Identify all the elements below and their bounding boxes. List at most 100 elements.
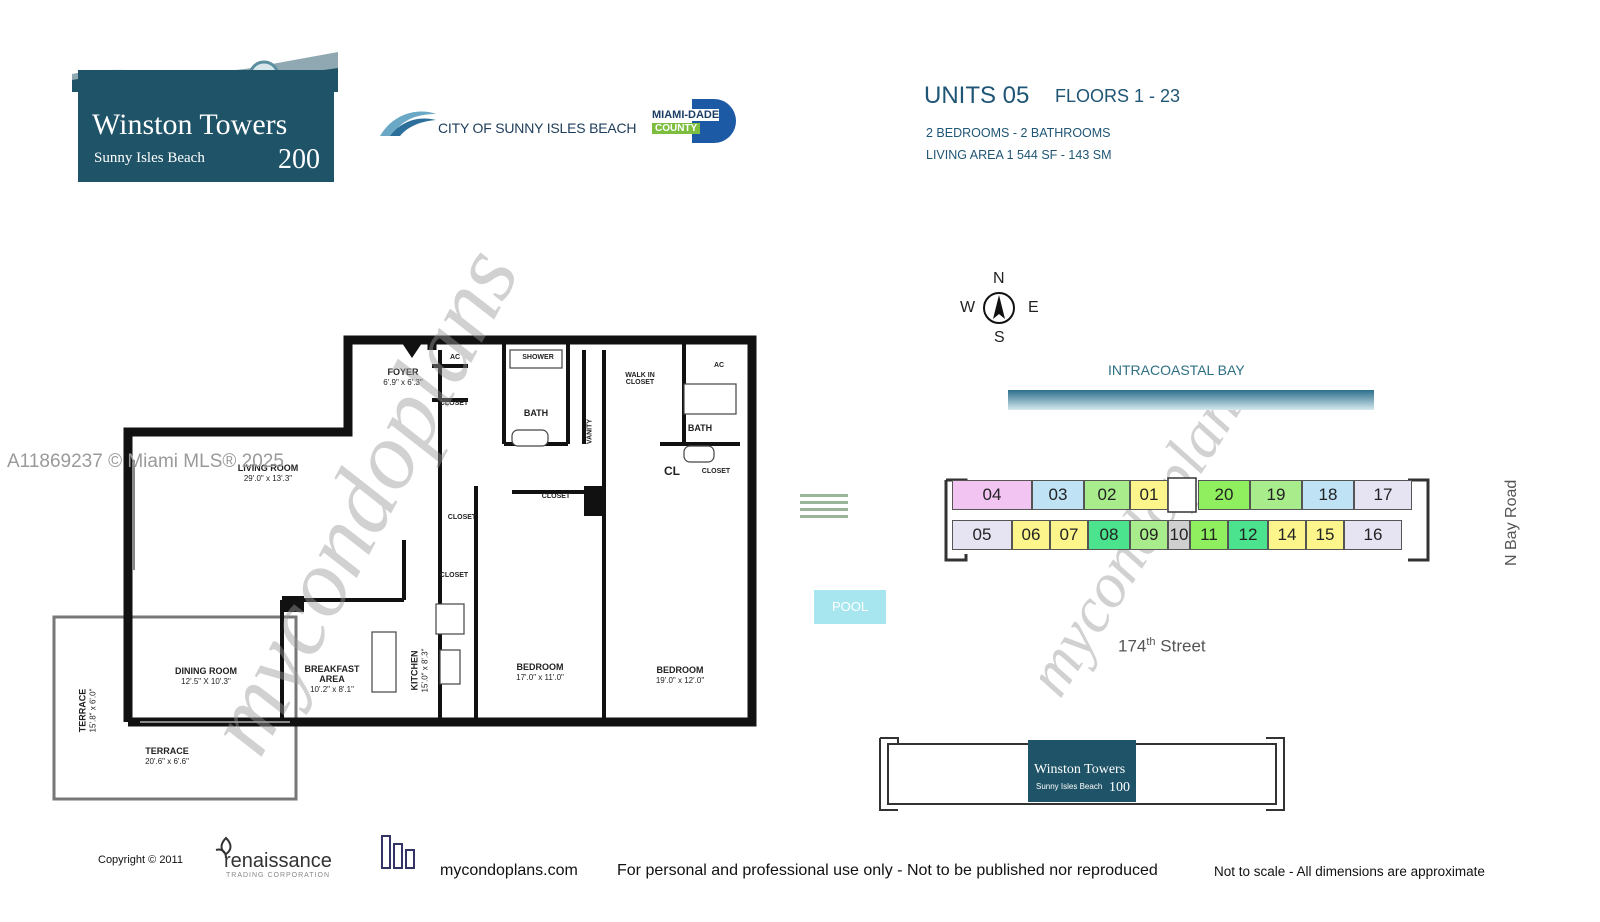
unit-15: 15 — [1306, 520, 1344, 550]
unit-18: 18 — [1302, 480, 1354, 510]
breakfast-label: BREAKFAST AREA — [304, 664, 360, 684]
closet-bedroom-label: CLOSET — [541, 493, 571, 500]
dining-label: DINING ROOM — [175, 666, 237, 676]
foyer-dim: 6'.9" x 6'.3" — [383, 378, 423, 387]
renaissance-logo: renaissance TRADING CORPORATION — [214, 836, 354, 882]
county-badge-shape — [692, 99, 736, 143]
foyer-label: FOYER — [387, 367, 419, 377]
unit-19: 19 — [1250, 480, 1302, 510]
terrace-v-label: TERRACE — [77, 688, 88, 733]
city-wave-icon — [380, 111, 436, 136]
unit-11: 11 — [1190, 520, 1228, 550]
mycondoplans-building-icon — [381, 835, 415, 869]
unit-08: 08 — [1088, 520, 1130, 550]
terrace-label: TERRACE — [145, 746, 189, 756]
street-word: Street — [1160, 636, 1206, 656]
miami-dade-logo: MIAMI-DADE COUNTY — [652, 99, 742, 143]
living-label: LIVING ROOM — [237, 463, 299, 473]
winston-towers-logo: Winston Towers Sunny Isles Beach 200 — [72, 52, 338, 182]
terrace-v-dim: 15'.8" x 6'.0" — [88, 688, 98, 733]
pool: POOL — [814, 590, 886, 624]
unit-06: 06 — [1012, 520, 1050, 550]
logo-panel — [78, 70, 334, 182]
unit-10: 10 — [1168, 520, 1190, 550]
dining-dim: 12'.5" X 10'.3" — [181, 677, 231, 686]
building-100: Winston Towers Sunny Isles Beach 100 — [878, 736, 1286, 812]
bedroom1-dim: 17'.0" x 11'.0" — [516, 673, 564, 682]
bay-label: INTRACOASTAL BAY — [1108, 362, 1245, 378]
county-name: MIAMI-DADE — [652, 109, 720, 121]
logo-title: Winston Towers — [92, 108, 288, 141]
shower-label: SHOWER — [522, 354, 554, 361]
bld100-sub: Sunny Isles Beach — [1036, 782, 1103, 791]
bath2-label: BATH — [687, 423, 713, 433]
compass-e: E — [1028, 299, 1039, 316]
unit-12: 12 — [1228, 520, 1268, 550]
unit-rooms: 2 BEDROOMS - 2 BATHROOMS — [926, 126, 1111, 140]
closet-a-label: CLOSET — [447, 514, 477, 521]
unit-17: 17 — [1354, 480, 1412, 510]
floor-plan — [52, 335, 757, 801]
copyright: Copyright © 2011 — [98, 854, 183, 866]
unit-14: 14 — [1268, 520, 1306, 550]
street-suffix-sup: th — [1146, 636, 1156, 648]
footer-notice: For personal and professional use only -… — [617, 862, 1158, 879]
logo-subtitle: Sunny Isles Beach — [94, 150, 205, 166]
mycondoplans-watermark: mycondoplans — [184, 240, 539, 770]
renaissance-name: renaissance — [224, 850, 332, 872]
bedroom2-label: BEDROOM — [656, 665, 704, 675]
living-dim: 29'.0" x 13'.3" — [243, 474, 293, 483]
unit-20: 20 — [1198, 480, 1250, 510]
logo-number: 200 — [278, 144, 320, 175]
closet-foyer-label: CLOSET — [439, 400, 469, 407]
ac-label-2: AC — [713, 362, 725, 369]
road-label: N Bay Road — [1503, 479, 1520, 566]
wall-block-2 — [584, 486, 604, 516]
unit-07: 07 — [1050, 520, 1088, 550]
entry-marker-icon — [400, 340, 424, 358]
street-label: 174th Street — [1118, 636, 1206, 657]
closet-b-label: CLOSET — [439, 572, 469, 579]
bath-fixtures — [371, 349, 737, 693]
unit-area: LIVING AREA 1 544 SF - 143 SM — [926, 148, 1112, 162]
compass-w: W — [960, 299, 976, 316]
city-logo: CITY OF SUNNY ISLES BEACH — [380, 108, 637, 148]
breakfast-dim: 10'.2" x 8'.1" — [310, 685, 354, 694]
terrace-dim: 20'.6" x 6'.6" — [145, 757, 189, 766]
city-name: CITY OF SUNNY ISLES BEACH — [438, 120, 637, 136]
building-100-logo: Winston Towers Sunny Isles Beach 100 — [1028, 740, 1136, 802]
bath1-label: BATH — [523, 408, 549, 418]
unit-16: 16 — [1344, 520, 1402, 550]
compass-n: N — [993, 270, 1005, 287]
bld100-number: 100 — [1109, 780, 1130, 795]
bld100-title: Winston Towers — [1034, 762, 1126, 777]
unit-09: 09 — [1130, 520, 1168, 550]
unit-02: 02 — [1084, 480, 1130, 510]
compass: N S W E — [960, 270, 1040, 350]
compass-icon — [983, 292, 1015, 324]
street-number: 174 — [1118, 636, 1147, 656]
copyright-year: 2011 — [159, 854, 183, 866]
svg-text:mycondoplans: mycondoplans — [184, 240, 539, 770]
cl-label: CL — [664, 464, 680, 478]
bedroom2-dim: 19'.0" x 12'.0" — [655, 676, 705, 685]
stairs-icon — [800, 494, 848, 518]
wall-block — [282, 596, 304, 612]
copyright-icon: © — [148, 854, 157, 866]
unit-05: 05 — [952, 520, 1012, 550]
renaissance-flower-icon — [215, 836, 232, 859]
floors-title: FLOORS 1 - 23 — [1055, 86, 1181, 106]
footer-scale: Not to scale - All dimensions are approx… — [1214, 864, 1485, 879]
bay-strip — [1008, 390, 1374, 410]
closet-bath2-label: CLOSET — [701, 468, 731, 475]
